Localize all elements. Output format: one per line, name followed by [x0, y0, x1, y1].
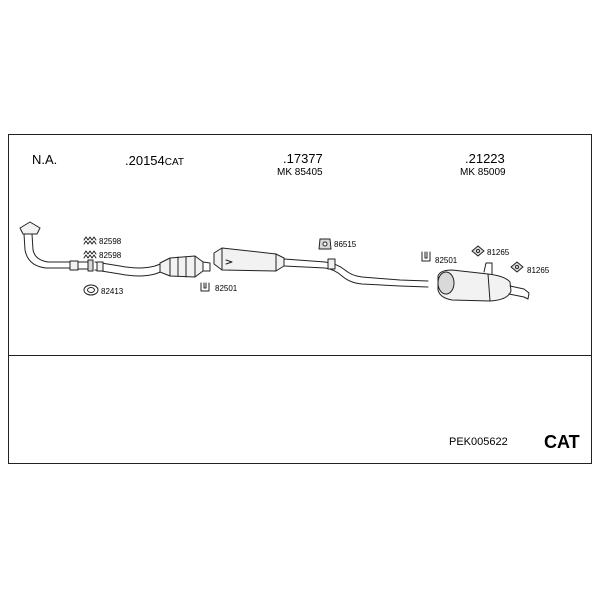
group4-ref: MK 85009 — [460, 167, 506, 178]
group3-number: .17377 — [283, 151, 323, 166]
bracket-icon — [200, 282, 210, 292]
gasket-ring-icon — [83, 284, 99, 296]
part-82501-a: 82501 — [215, 284, 238, 293]
part-82413: 82413 — [101, 287, 124, 296]
part-82598-b: 82598 — [99, 251, 122, 260]
middle-silencer — [213, 247, 285, 272]
catalytic-converter — [159, 255, 211, 278]
diagram-frame — [8, 134, 592, 464]
group3-ref: MK 85405 — [277, 167, 323, 178]
group2-suffix: CAT — [164, 157, 185, 168]
cat-label: CAT — [544, 432, 580, 452]
part-86515: 86515 — [334, 240, 357, 249]
rubber-mount-icon — [510, 261, 524, 273]
part-81265-b: 81265 — [527, 266, 550, 275]
group1-name: N.A. — [32, 152, 58, 167]
intermediate-pipe — [94, 261, 164, 277]
part-82501-b: 82501 — [435, 256, 458, 265]
bracket-icon — [421, 251, 431, 262]
rubber-mount-icon — [471, 245, 485, 257]
part-82598-a: 82598 — [99, 237, 122, 246]
group2-label: .20154CAT — [125, 153, 184, 169]
front-pipe — [19, 221, 94, 272]
frame-divider — [8, 355, 592, 356]
spring-clamp-icon — [83, 236, 97, 245]
rear-silencer — [437, 262, 530, 302]
hanger-icon — [318, 238, 332, 250]
spring-clamp-icon — [83, 250, 97, 259]
connecting-pipe — [283, 258, 429, 288]
group4-number: .21223 — [465, 151, 505, 166]
group2-number: .20154 — [125, 153, 165, 168]
part-81265-a: 81265 — [487, 248, 510, 257]
kit-code: PEK005622 — [449, 436, 508, 448]
